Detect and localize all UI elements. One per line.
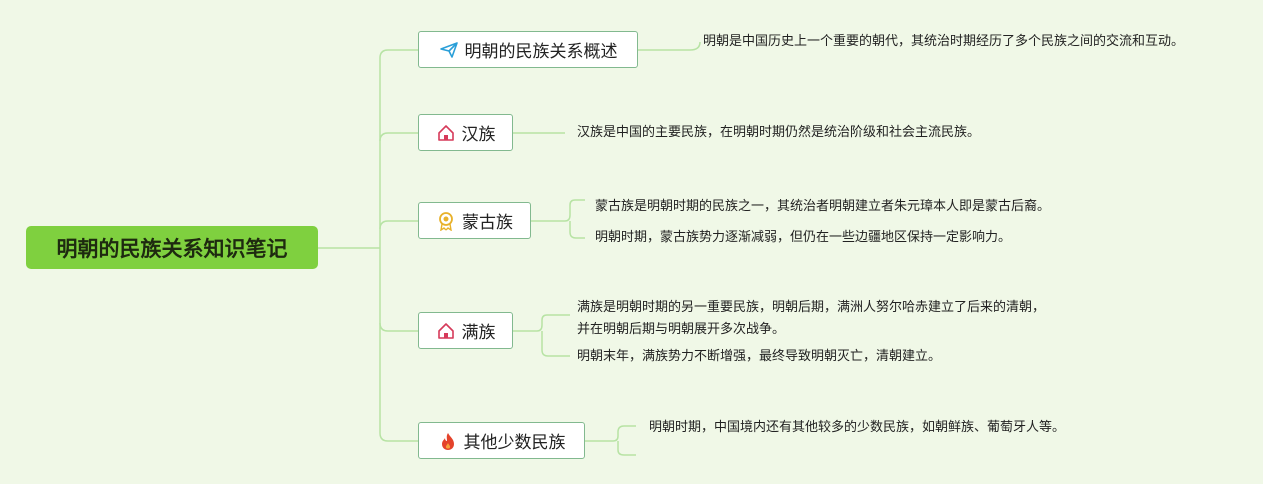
connector-note (585, 425, 636, 442)
connector-note (617, 441, 636, 456)
home-icon (436, 321, 456, 341)
paper-plane-icon (439, 40, 459, 60)
note-text: 汉族是中国的主要民族，在明朝时期仍然是统治阶级和社会主流民族。 (577, 125, 981, 140)
connector-note (513, 314, 570, 332)
topic-label: 其他少数民族 (463, 433, 566, 453)
topic-manchu[interactable]: 满族 (418, 312, 513, 349)
note-text: 明朝末年，满族势力不断增强，最终导致明朝灭亡，清朝建立。 (577, 349, 942, 364)
note-text: 满族是明朝时期的另一重要民族，明朝后期，满洲人努尔哈赤建立了后来的清朝，并在明朝… (577, 300, 1046, 337)
topic-label: 汉族 (461, 125, 496, 145)
connector-branch (379, 432, 418, 442)
connector-note (569, 221, 585, 239)
connector-branch (379, 322, 418, 332)
connector-note (638, 41, 701, 51)
note-text: 明朝时期，中国境内还有其他较多的少数民族，如朝鲜族、葡萄牙人等。 (649, 420, 1066, 435)
connector-branch (379, 220, 418, 230)
connector-branch (379, 49, 418, 59)
note-text: 蒙古族是明朝时期的民族之一，其统治者明朝建立者朱元璋本人即是蒙古后裔。 (595, 199, 1051, 214)
root-topic[interactable]: 明朝的民族关系知识笔记 (26, 226, 318, 269)
topic-label: 明朝的民族关系概述 (464, 42, 618, 62)
topic-mongol[interactable]: 蒙古族 (418, 202, 531, 239)
topic-han[interactable]: 汉族 (418, 114, 513, 151)
fire-icon (438, 431, 458, 451)
connector-note (531, 199, 585, 222)
topic-label: 满族 (461, 323, 496, 343)
note-text: 明朝时期，蒙古族势力逐渐减弱，但仍在一些边疆地区保持一定影响力。 (595, 230, 1012, 245)
award-ribbon-icon (436, 211, 456, 231)
topic-label: 蒙古族 (462, 213, 513, 233)
connector-note (541, 331, 570, 357)
connector-branch (379, 132, 418, 142)
note-text: 明朝是中国历史上一个重要的朝代，其统治时期经历了多个民族之间的交流和互动。 (703, 34, 1185, 49)
topic-overview[interactable]: 明朝的民族关系概述 (418, 31, 638, 68)
topic-other-minorities[interactable]: 其他少数民族 (418, 422, 585, 459)
home-icon (436, 123, 456, 143)
